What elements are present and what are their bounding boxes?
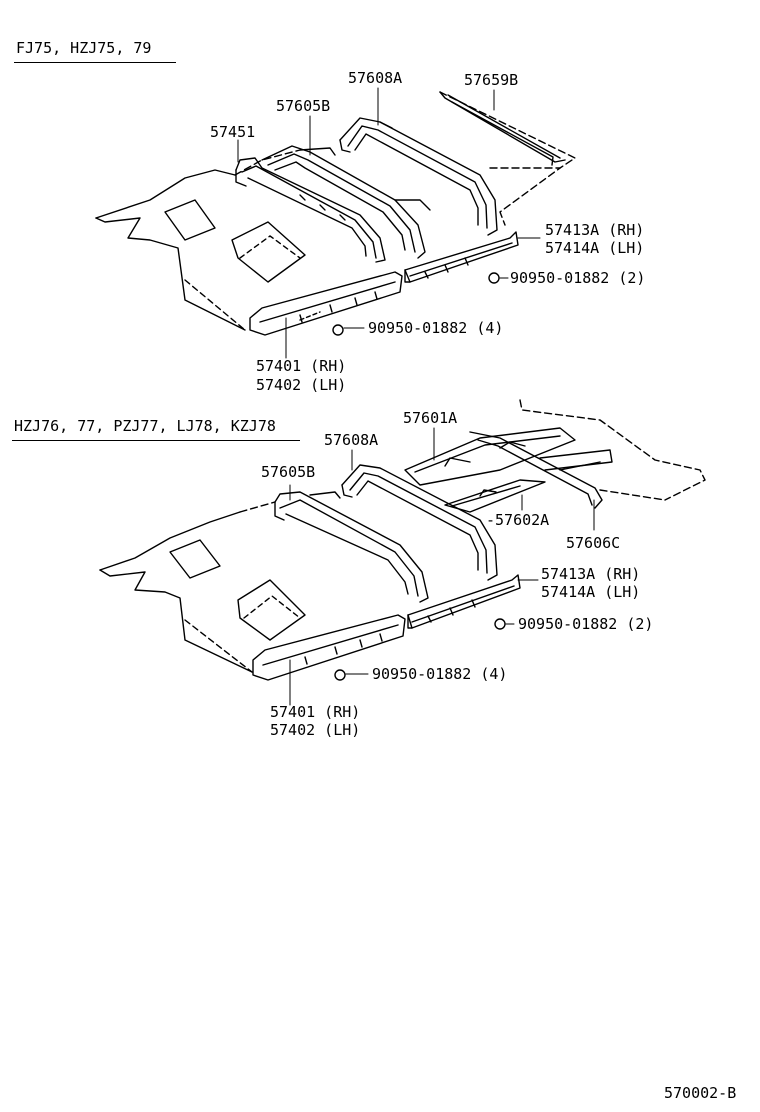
top-member-57608a [339,117,498,236]
label-bolt-4-top: 90950-01882 (4) [368,319,504,337]
bottom-leader-lines [289,427,595,706]
top-floor-pan [95,91,576,331]
label-57451-top: 57451 [210,123,256,141]
top-sill-57413a [404,231,519,283]
bottom-sill-57401 [252,614,406,681]
bottom-sill-57413a [407,574,521,629]
section-heading-bottom: HZJ76, 77, PZJ77, LJ78, KZJ78 [14,417,276,435]
top-member-57659b [439,91,566,166]
section-heading-underline-bottom [12,440,300,441]
diagram-code: 570002-B [664,1084,737,1102]
label-57413a-top: 57413A (RH) [545,221,645,239]
label-57402-top: 57402 (LH) [256,376,347,394]
top-leader-lines [237,87,541,359]
label-57659b-top: 57659B [464,71,519,89]
bottom-member-57605b [274,491,429,603]
label-57605b-top: 57605B [276,97,331,115]
label-57601a-bottom: 57601A [403,409,458,427]
label-bolt-4-bottom: 90950-01882 (4) [372,665,508,683]
label-57605b-bottom: 57605B [261,463,316,481]
label-57401-bottom: 57401 (RH) [270,703,361,721]
top-sill-57401 [249,271,403,336]
label-57402-bottom: 57402 (LH) [270,721,361,739]
section-heading-underline-top [14,62,176,63]
label-57413a-bottom: 57413A (RH) [541,565,641,583]
label-57401-top: 57401 (RH) [256,357,347,375]
label-57606c-bottom: 57606C [566,534,621,552]
label-57608a-bottom: 57608A [324,431,379,449]
label-bolt-2-bottom: 90950-01882 (2) [518,615,654,633]
label-57608a-top: 57608A [348,69,403,87]
label-57414a-bottom: 57414A (LH) [541,583,641,601]
bottom-floor-pan [99,399,706,673]
top-member-57451 [235,157,386,263]
bottom-member-57608a [341,464,498,581]
label-bolt-2-top: 90950-01882 (2) [510,269,646,287]
bottom-bolts [334,618,506,681]
bottom-member-57601a [404,427,576,486]
bottom-member-57602a [444,479,546,513]
bottom-member-57606c [469,431,613,509]
section-heading-top: FJ75, HZJ75, 79 [16,39,152,57]
top-bolts [332,272,500,336]
label-57414a-top: 57414A (LH) [545,239,645,257]
label-57602a-bottom: -57602A [486,511,550,529]
top-member-57605b [261,145,431,259]
